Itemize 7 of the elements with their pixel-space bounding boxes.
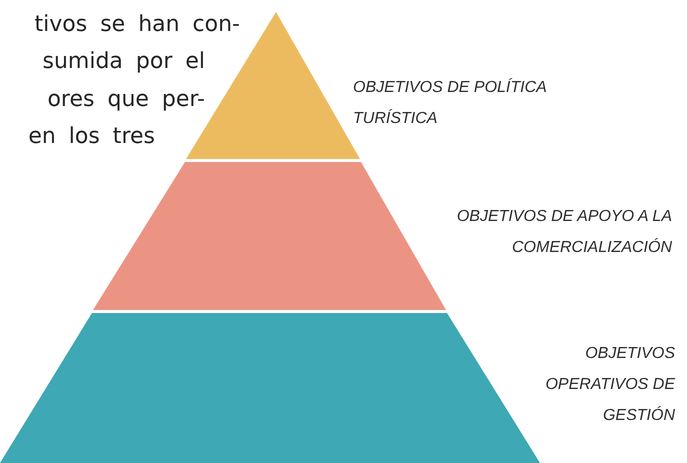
paragraph-line: en los tres (28, 124, 155, 149)
tier-label: OBJETIVOS DE POLÍTICA TURÍSTICA (353, 77, 548, 129)
paragraph-line: ores que per- (47, 87, 205, 112)
tier-label: OBJETIVOS DE APOYO A LA COMERCIALIZACIÓN (456, 207, 672, 258)
tier-label: OBJETIVOS OPERATIVOS DE GESTIÓN (544, 344, 675, 426)
paragraph-line: sumida por el (42, 49, 205, 74)
paragraph-line: tivos se han con- (34, 12, 240, 37)
